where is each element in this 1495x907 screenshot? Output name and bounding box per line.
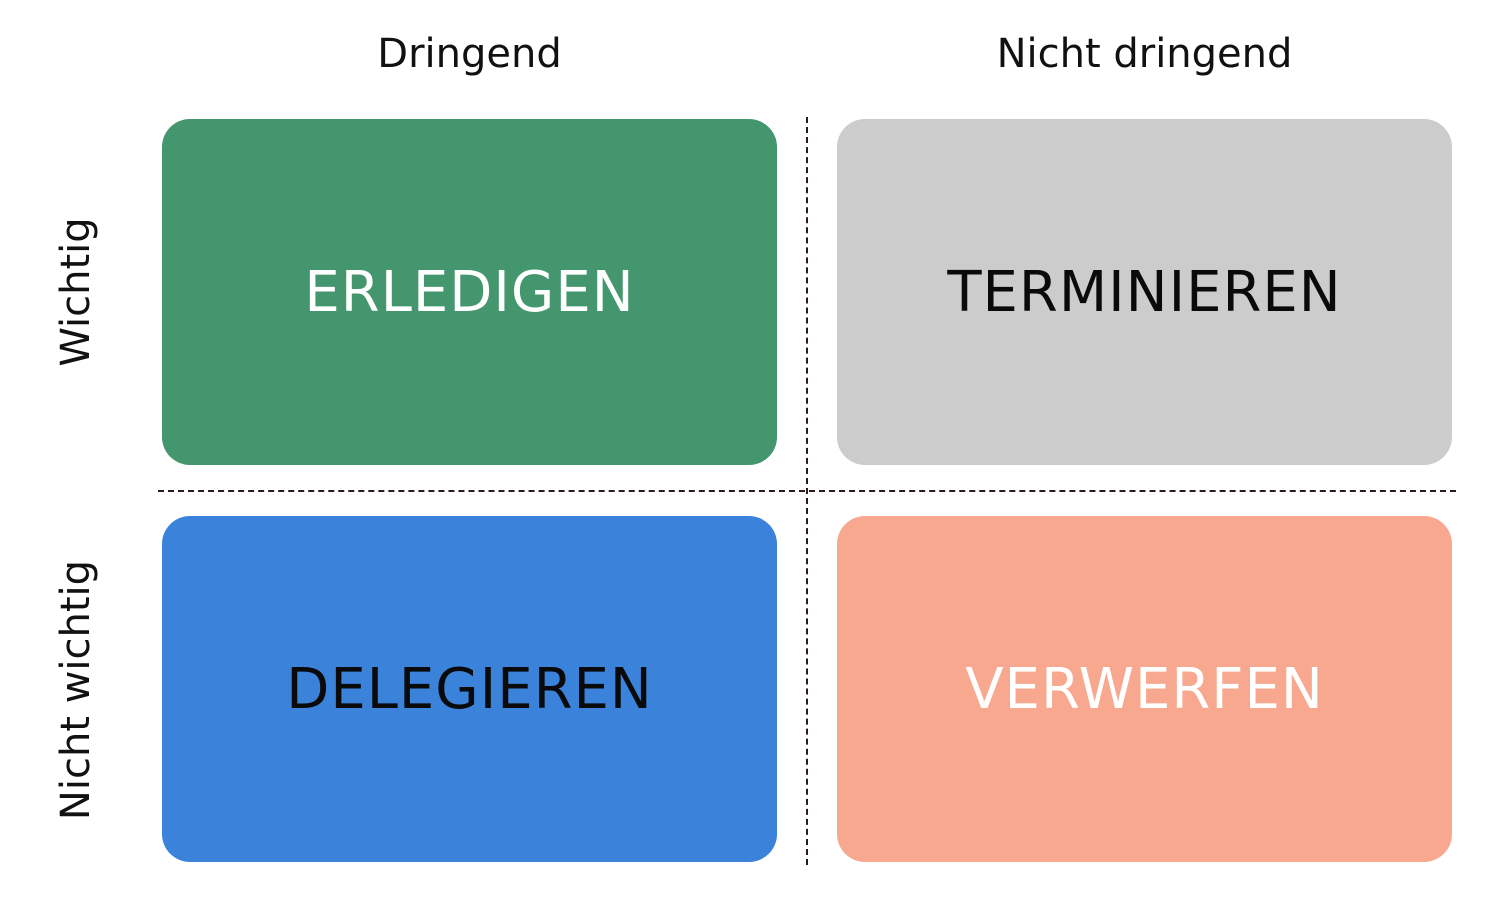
quadrant-delegate-label: DELEGIEREN xyxy=(286,656,653,722)
quadrant-schedule-label: TERMINIEREN xyxy=(947,259,1342,325)
column-header-urgent: Dringend xyxy=(377,31,562,77)
quadrant-eliminate-label: VERWERFEN xyxy=(965,656,1324,722)
column-header-not-urgent: Nicht dringend xyxy=(996,31,1293,77)
horizontal-divider xyxy=(158,490,1456,492)
quadrant-do-label: ERLEDIGEN xyxy=(304,259,635,325)
quadrant-do: ERLEDIGEN xyxy=(162,119,777,465)
quadrant-eliminate: VERWERFEN xyxy=(837,516,1452,862)
row-header-important: Wichtig xyxy=(53,217,99,367)
quadrant-schedule: TERMINIEREN xyxy=(837,119,1452,465)
quadrant-delegate: DELEGIEREN xyxy=(162,516,777,862)
row-header-not-important: Nicht wichtig xyxy=(53,559,99,821)
